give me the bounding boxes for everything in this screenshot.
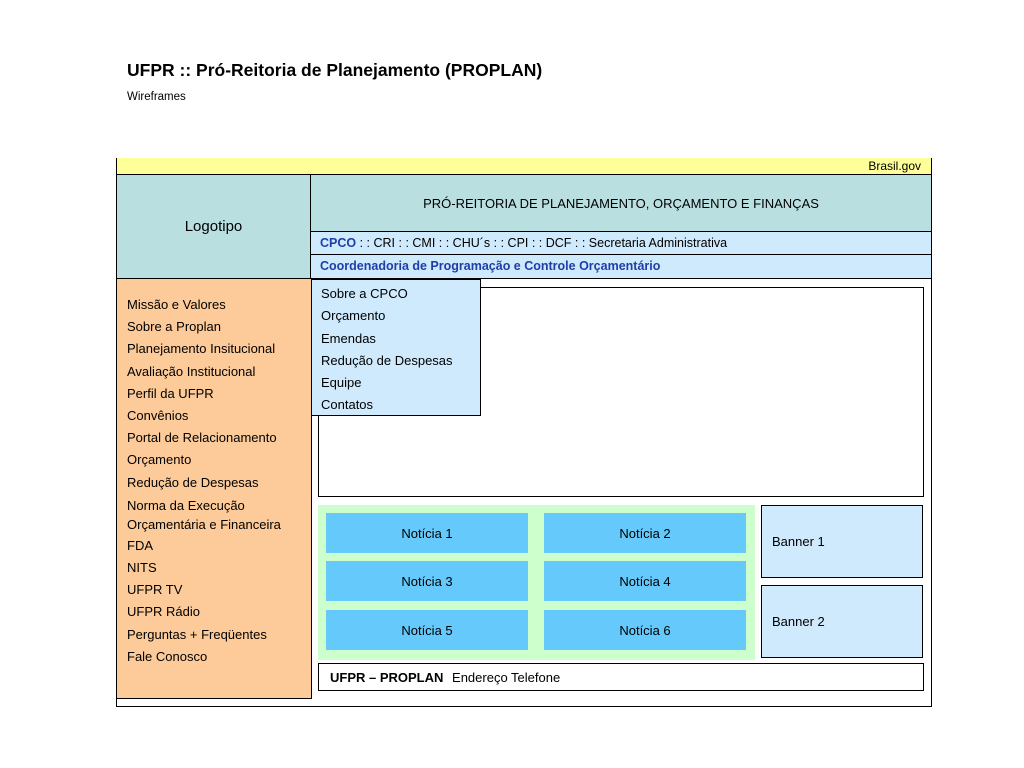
site-header: PRÓ-REITORIA DE PLANEJAMENTO, ORÇAMENTO … — [311, 175, 931, 232]
news-label: Notícia 4 — [619, 573, 671, 589]
page-title: UFPR :: Pró-Reitoria de Planejamento (PR… — [127, 60, 543, 80]
site-footer: UFPR – PROPLAN Endereço Telefone — [318, 663, 924, 691]
logo-placeholder[interactable]: Logotipo — [117, 175, 311, 279]
page-subtitle: Wireframes — [127, 91, 186, 103]
news-area: Notícia 1 Notícia 2 Notícia 3 Notícia 4 … — [318, 505, 755, 660]
subnav-item-dcf[interactable]: : : DCF — [528, 236, 572, 250]
news-label: Notícia 3 — [401, 573, 453, 589]
sidebar-item-faq[interactable]: Perguntas + Freqüentes — [127, 626, 267, 642]
news-item-4[interactable]: Notícia 4 — [544, 561, 746, 601]
footer-contact-info: Endereço Telefone — [452, 670, 561, 685]
dropdown-item-reducao[interactable]: Redução de Despesas — [321, 352, 453, 368]
header-title: PRÓ-REITORIA DE PLANEJAMENTO, ORÇAMENTO … — [423, 195, 819, 211]
brasil-gov-link[interactable]: Brasil.gov — [868, 159, 921, 173]
dropdown-item-equipe[interactable]: Equipe — [321, 375, 362, 391]
cpco-dropdown-menu: Sobre a CPCO Orçamento Emendas Redução d… — [311, 279, 481, 416]
sidebar-menu: Missão e Valores Sobre a Proplan Planeja… — [117, 279, 312, 699]
sidebar-item-reducao[interactable]: Redução de Despesas — [127, 474, 259, 490]
section-title: Coordenadoria de Programação e Controle … — [311, 255, 931, 279]
sidebar-item-ufpr-radio[interactable]: UFPR Rádio — [127, 604, 200, 620]
dropdown-item-orcamento[interactable]: Orçamento — [321, 308, 386, 324]
sidebar-item-norma[interactable]: Norma da Execução Orçamentária e Finance… — [127, 497, 281, 533]
news-item-1[interactable]: Notícia 1 — [326, 513, 528, 553]
banner-1[interactable]: Banner 1 — [761, 505, 923, 578]
banner-label: Banner 1 — [772, 534, 825, 549]
sidebar-item-sobre-proplan[interactable]: Sobre a Proplan — [127, 319, 221, 335]
news-label: Notícia 5 — [401, 622, 453, 638]
sidebar-item-portal[interactable]: Portal de Relacionamento — [127, 430, 277, 446]
sidebar-item-orcamento[interactable]: Orçamento — [127, 452, 192, 468]
news-item-6[interactable]: Notícia 6 — [544, 610, 746, 650]
sidebar-item-missao[interactable]: Missão e Valores — [127, 297, 226, 312]
logo-label: Logotipo — [184, 218, 243, 235]
sidebar-item-planejamento[interactable]: Planejamento Insitucional — [127, 341, 276, 357]
government-bar: Brasil.gov — [117, 158, 931, 175]
sidebar-item-nits[interactable]: NITS — [127, 560, 157, 576]
dropdown-item-contatos[interactable]: Contatos — [321, 397, 374, 413]
sidebar-item-convenios[interactable]: Convênios — [127, 408, 189, 424]
footer-brand: UFPR – PROPLAN — [330, 670, 444, 685]
subnav-item-cri[interactable]: : : CRI — [356, 236, 396, 250]
news-item-5[interactable]: Notícia 5 — [326, 610, 528, 650]
sub-navigation: CPCO : : CRI : : CMI : : CHU´s : : CPI :… — [311, 232, 931, 255]
news-label: Notícia 1 — [401, 525, 453, 541]
sidebar-item-fale-conosco[interactable]: Fale Conosco — [127, 648, 208, 664]
news-label: Notícia 6 — [619, 622, 671, 638]
banner-label: Banner 2 — [772, 614, 825, 629]
news-label: Notícia 2 — [619, 525, 671, 541]
subnav-item-chus[interactable]: : : CHU´s — [435, 236, 491, 250]
news-item-2[interactable]: Notícia 2 — [544, 513, 746, 553]
subnav-item-cmi[interactable]: : : CMI — [395, 236, 436, 250]
subnav-item-cpco[interactable]: CPCO — [320, 236, 357, 250]
subnav-item-cpi[interactable]: : : CPI — [490, 236, 529, 250]
news-item-3[interactable]: Notícia 3 — [326, 561, 528, 601]
sidebar-item-fda[interactable]: FDA — [127, 537, 153, 553]
dropdown-item-emendas[interactable]: Emendas — [321, 330, 376, 346]
sidebar-item-ufpr-tv[interactable]: UFPR TV — [127, 582, 183, 598]
sidebar-item-perfil[interactable]: Perfil da UFPR — [127, 385, 214, 401]
sidebar-item-avaliacao[interactable]: Avaliação Institucional — [127, 363, 256, 379]
subnav-item-secretaria[interactable]: : : Secretaria Administrativa — [571, 236, 728, 250]
dropdown-item-sobre-cpco[interactable]: Sobre a CPCO — [321, 286, 408, 301]
banner-2[interactable]: Banner 2 — [761, 585, 923, 658]
